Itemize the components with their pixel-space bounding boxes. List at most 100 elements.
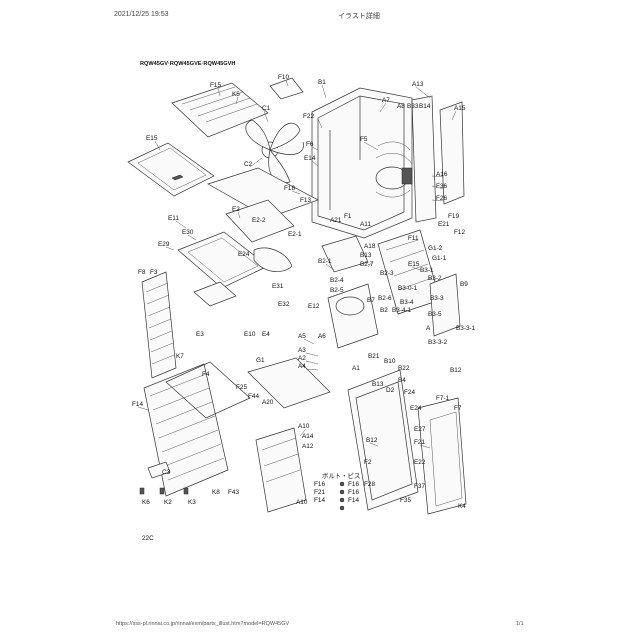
part-label: E2-1	[288, 231, 302, 238]
base-tray-drawing	[127, 142, 215, 197]
part-label: B3-4	[400, 299, 414, 306]
part-label: F36	[436, 183, 447, 190]
front-grille-drawing	[141, 271, 251, 497]
part-label: F6	[306, 141, 314, 148]
part-label: A15	[454, 105, 466, 112]
part-label: B2-1	[318, 258, 332, 265]
heat-exchanger-drawing	[375, 141, 413, 198]
part-label: B12	[450, 367, 462, 374]
part-label: E21	[438, 221, 450, 228]
part-label: B3-3	[430, 295, 444, 302]
part-label: B3-3-2	[428, 339, 448, 346]
model-title: RQW45GV·RQW45GVE·RQW45GVH	[140, 61, 235, 67]
part-label: E24	[238, 251, 250, 258]
part-label: A1	[352, 365, 360, 372]
fan-drawing	[245, 119, 304, 184]
part-label: F12	[454, 229, 465, 236]
part-label: B7	[367, 297, 375, 304]
part-label: A	[426, 325, 431, 332]
leader-lines	[137, 79, 457, 449]
part-label: F19	[448, 213, 459, 220]
part-label: F16	[348, 481, 359, 488]
part-label: E15	[146, 135, 158, 142]
part-label: B33	[407, 103, 419, 110]
part-label: B3-5	[428, 311, 442, 318]
part-label: F14	[314, 497, 325, 504]
part-label: F28	[364, 481, 375, 488]
part-label: B2	[380, 307, 388, 314]
part-label: A12	[302, 443, 314, 450]
part-label: B4	[398, 377, 406, 384]
part-label: B2-3	[380, 270, 394, 277]
top-panel-drawing	[171, 77, 304, 138]
part-label: E11	[168, 215, 179, 222]
part-label: F15	[210, 82, 221, 89]
part-label: F14	[348, 497, 359, 504]
part-label: F25	[236, 384, 247, 391]
part-label: G1-1	[432, 255, 447, 262]
part-label: B12	[366, 437, 378, 444]
part-label: E31	[272, 283, 284, 290]
part-label: A10	[298, 423, 310, 430]
part-label: A20	[262, 399, 274, 406]
part-label: B14	[419, 103, 431, 110]
print-datetime: 2021/12/25 19:53	[114, 11, 169, 18]
part-label: K6	[142, 499, 150, 506]
part-label: F44	[248, 393, 259, 400]
part-label: A3	[298, 347, 306, 354]
part-label: B3-2	[428, 275, 442, 282]
part-label: B3-4-1	[392, 307, 412, 314]
part-label: A14	[302, 433, 314, 440]
part-label: E32	[278, 301, 290, 308]
part-label: F13	[300, 197, 311, 204]
part-label: E24	[410, 405, 422, 412]
part-label: E10	[244, 331, 256, 338]
part-labels: F15 F10 K5 C1 E15 C2 B1 A13 A7 A8 B33 B1…	[132, 74, 476, 542]
part-label: A10	[296, 499, 308, 506]
part-label: F10	[278, 74, 289, 81]
lower-cover-drawing	[247, 357, 331, 513]
part-label: A18	[364, 243, 376, 250]
part-label: B13	[372, 381, 384, 388]
part-label: F43	[228, 489, 239, 496]
part-label: B21	[368, 353, 380, 360]
part-label: A13	[412, 81, 424, 88]
part-label: B3-3-1	[456, 325, 476, 332]
part-label: E15	[408, 261, 420, 268]
part-label: F16	[314, 481, 325, 488]
part-label: F16	[348, 489, 359, 496]
part-label: B22	[398, 365, 410, 372]
part-label: B1	[318, 79, 326, 86]
part-label: B2-5	[330, 287, 344, 294]
part-label: K5	[232, 91, 240, 98]
part-label: F18	[284, 185, 295, 192]
part-label: G1-2	[428, 245, 443, 252]
part-label: F37	[414, 483, 425, 490]
part-label: F26	[436, 195, 447, 202]
part-label: B3-0-1	[398, 285, 418, 292]
part-label: K8	[212, 489, 220, 496]
part-label: K4	[458, 503, 466, 510]
part-label: A16	[436, 171, 448, 178]
bottom-frame-drawing	[347, 369, 467, 515]
part-label: E29	[158, 241, 170, 248]
part-label: A2	[298, 355, 306, 362]
part-label: C2	[244, 161, 253, 168]
part-label: F1	[344, 213, 352, 220]
part-label: E30	[182, 229, 194, 236]
part-label: G1	[256, 357, 265, 364]
part-label: K7	[176, 353, 184, 360]
part-label: A5	[298, 333, 306, 340]
part-label: E3	[196, 331, 204, 338]
part-label: B2-4	[330, 277, 344, 284]
part-label: E27	[414, 426, 426, 433]
part-label: A11	[360, 221, 371, 228]
part-label: F5	[360, 136, 368, 143]
page-code: 22C	[142, 535, 154, 542]
part-label: F2	[364, 459, 372, 466]
part-label: A7	[382, 97, 390, 104]
footer-url: https://sss-pl.rinnai.co.jp/rinnai/exm/p…	[116, 621, 290, 627]
part-label: B3-1	[420, 267, 434, 274]
part-label: A4	[298, 363, 306, 370]
part-label: F35	[400, 497, 411, 504]
